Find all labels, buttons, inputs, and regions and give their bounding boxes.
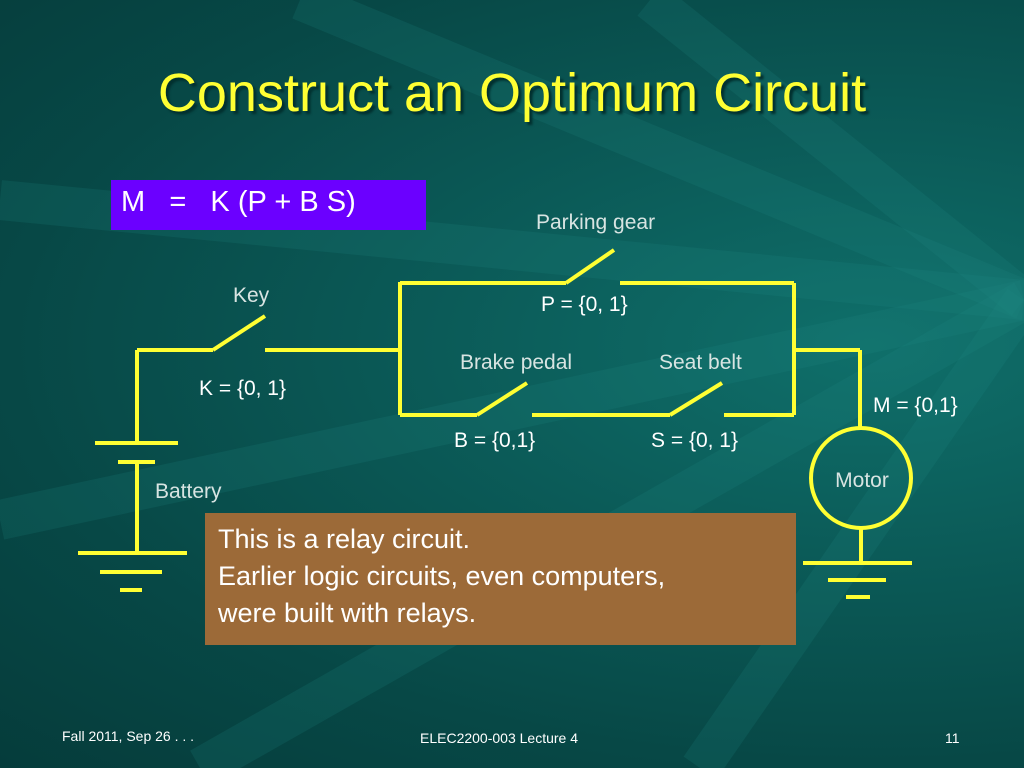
footer-course: ELEC2200-003 Lecture 4 xyxy=(420,730,578,746)
m-value-label: M = {0,1} xyxy=(873,394,958,417)
brake-pedal-label: Brake pedal xyxy=(460,351,573,374)
k-value-label: K = {0, 1} xyxy=(199,377,286,400)
equation-box: M = K (P + B S) xyxy=(111,180,426,230)
relay-note-box: This is a relay circuit. Earlier logic c… xyxy=(205,513,796,645)
s-value-label: S = {0, 1} xyxy=(651,429,738,452)
brake-pedal-switch xyxy=(475,381,529,417)
seat-belt-switch xyxy=(668,381,724,417)
b-value-label: B = {0,1} xyxy=(454,429,536,452)
parking-gear-label: Parking gear xyxy=(536,211,656,234)
parking-gear-switch xyxy=(564,248,616,285)
key-label: Key xyxy=(233,284,270,307)
seat-belt-label: Seat belt xyxy=(659,351,742,374)
p-value-label: P = {0, 1} xyxy=(541,293,628,316)
battery-label: Battery xyxy=(155,480,222,503)
key-switch xyxy=(211,314,267,352)
footer-date: Fall 2011, Sep 26 . . . xyxy=(62,728,195,744)
note-line-1: This is a relay circuit. xyxy=(218,524,471,554)
motor-label: Motor xyxy=(835,469,889,492)
note-line-3: were built with relays. xyxy=(218,598,477,628)
slide-title: Construct an Optimum Circuit xyxy=(157,63,867,123)
note-line-2: Earlier logic circuits, even computers, xyxy=(218,561,666,591)
page-number: 11 xyxy=(945,730,960,746)
